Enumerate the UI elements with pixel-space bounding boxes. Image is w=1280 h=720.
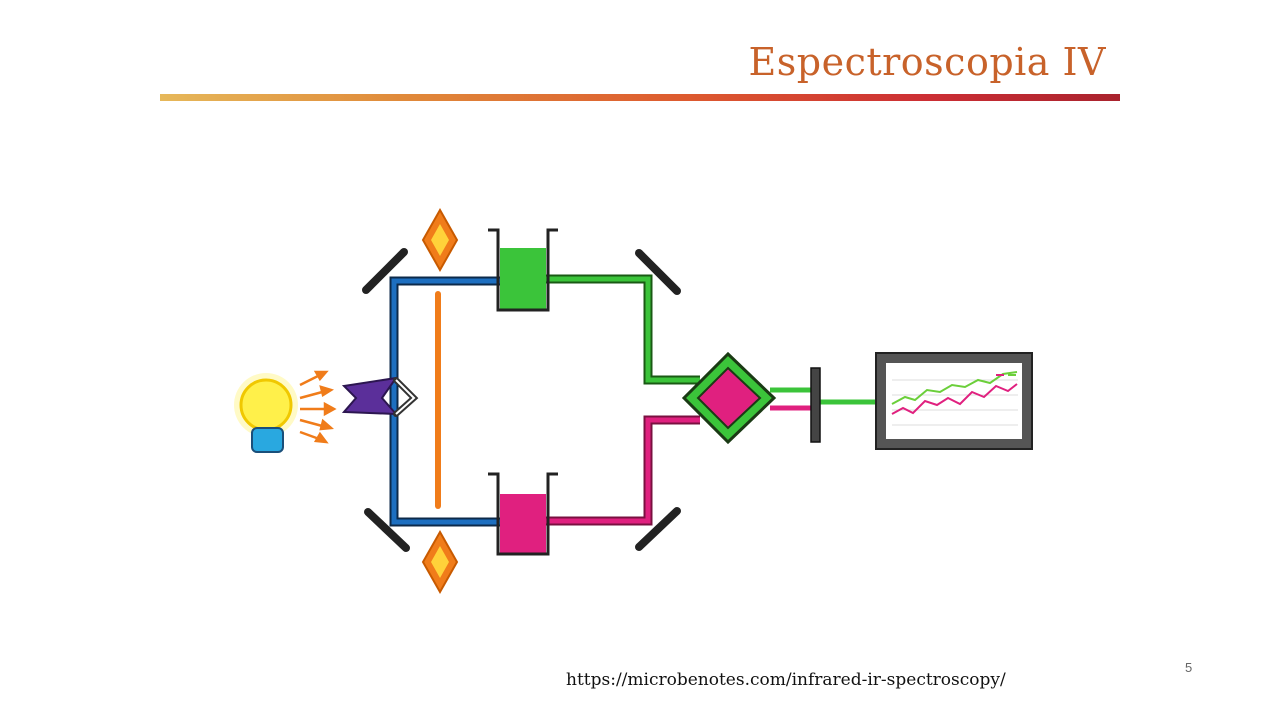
- top-crystal-icon: [421, 207, 459, 273]
- mirror-bottom-left-icon: [364, 508, 410, 552]
- mirror-bottom-right-icon: [635, 507, 681, 551]
- recorder-monitor: [875, 352, 1033, 450]
- pink-beam-path: [546, 415, 700, 526]
- beam-splitter: [341, 376, 419, 417]
- mirror-top-left-icon: [362, 248, 408, 294]
- detector: [810, 367, 821, 443]
- light-source-icon: [234, 373, 298, 453]
- chopper: [681, 351, 777, 445]
- title-divider: [160, 94, 1120, 101]
- reference-cell: [488, 228, 558, 312]
- bottom-crystal-icon: [421, 529, 459, 595]
- blue-beam-path: [389, 276, 500, 527]
- mirror-top-right-icon: [635, 249, 681, 295]
- light-rays: [299, 370, 337, 444]
- sample-cell: [488, 472, 558, 556]
- slide-number: 5: [1185, 660, 1193, 675]
- green-beam-path: [546, 274, 700, 385]
- source-url[interactable]: https://microbenotes.com/infrared-ir-spe…: [566, 670, 1006, 690]
- slide-title: Espectroscopia IV: [748, 40, 1106, 84]
